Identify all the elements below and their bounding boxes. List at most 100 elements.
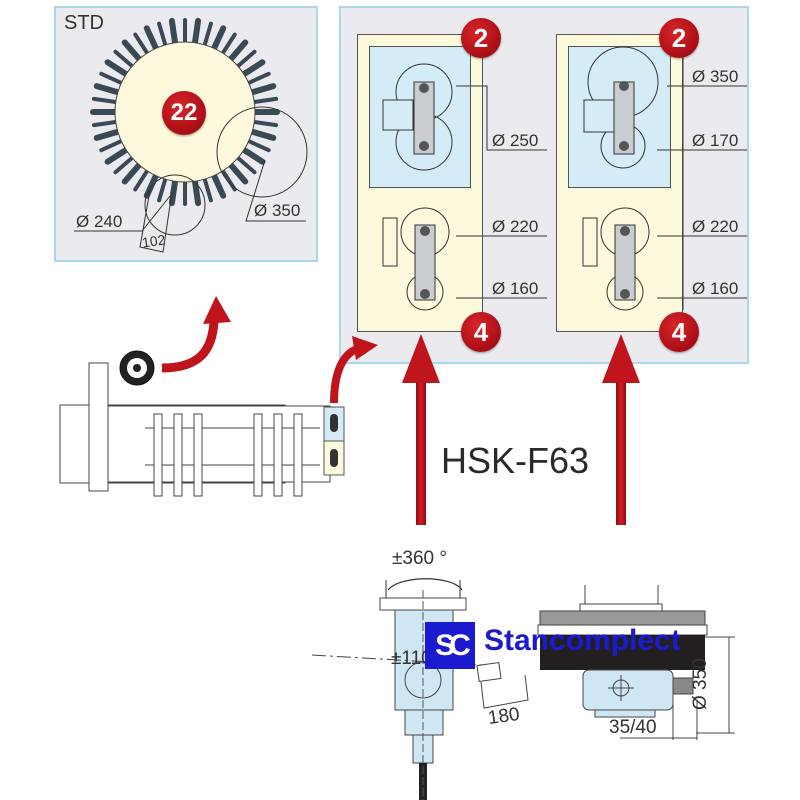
rh-motor-base <box>594 709 656 718</box>
tool-holder <box>240 146 266 165</box>
tool-holder <box>104 59 130 78</box>
tool-holder <box>143 25 159 52</box>
arrow-to-std <box>161 321 219 373</box>
left-head-pivot <box>404 661 442 699</box>
c2-lower-spindle-bot <box>620 289 630 299</box>
c2-lower-spindle <box>614 224 636 301</box>
tool-rod <box>293 413 303 497</box>
c1-bottom-badge: 4 <box>461 312 501 352</box>
tool-holder <box>235 49 257 69</box>
tool-holder <box>202 21 213 47</box>
dim-350: Ø 350 <box>254 201 301 220</box>
tool-holder <box>113 49 135 69</box>
watermark-logo: SC <box>425 622 475 669</box>
rotation-360-label: ±360 ° <box>392 548 448 569</box>
leader-240 <box>74 195 171 232</box>
tool-holder <box>91 119 118 128</box>
c1-upper-spindle-top <box>419 83 429 93</box>
c1-lower-spindle-bot <box>420 289 430 299</box>
tool-holder <box>252 96 279 105</box>
machine-rail <box>107 405 331 483</box>
tool-holder <box>211 172 227 199</box>
c2-upper-spindle-top <box>619 81 629 91</box>
tool-circle-350 <box>216 106 308 198</box>
tool-rod <box>253 413 263 497</box>
tool-rod <box>273 413 283 497</box>
c1-dim-250: Ø 250 <box>492 131 539 150</box>
head-module-slot-2 <box>330 449 338 467</box>
tool-holder <box>227 161 249 185</box>
tool-holder <box>249 128 277 141</box>
rh-disc-blade <box>540 635 705 670</box>
c1-leader-250 <box>456 85 547 151</box>
tool-holder <box>211 25 227 52</box>
c1-upper-spindle-bot <box>419 141 429 151</box>
tool-holder <box>191 17 202 46</box>
tool-rod <box>193 413 203 497</box>
c2-dim-220: Ø 220 <box>692 217 739 236</box>
tool-holder <box>157 21 168 47</box>
c2-lower-spindle-top <box>620 226 630 236</box>
tool-holder <box>252 119 279 128</box>
tool-holder <box>91 96 118 105</box>
c1-upper-motor <box>382 99 414 131</box>
rotation-arrow-icon <box>387 578 463 591</box>
diameter-350-label: Ø 350 <box>690 658 711 710</box>
tool-holder <box>220 32 237 56</box>
watermark-text: Stancomplect <box>484 624 681 657</box>
c1-top-badge: 2 <box>461 18 501 58</box>
tool-rod <box>153 413 163 497</box>
arrow-hsk-left-head <box>402 334 440 383</box>
c2-dim-350: Ø 350 <box>692 67 739 86</box>
watermark-logo-text: SC <box>435 628 471 662</box>
tool-holder <box>246 71 271 85</box>
tool-holder <box>99 139 124 153</box>
tool-holder <box>240 59 266 78</box>
tool-rod <box>173 413 183 497</box>
tool-holder <box>93 128 121 141</box>
offset-3540-label: 35/40 <box>609 717 657 738</box>
magazine-gear-hub <box>133 364 141 372</box>
tool-rods <box>153 413 303 497</box>
side-tool <box>476 661 502 683</box>
tool-holder <box>133 32 150 56</box>
rh-disc-top <box>539 610 706 626</box>
leader-350 <box>245 159 306 222</box>
tool-holder <box>235 155 257 175</box>
c2-upper-spindle-bot <box>619 141 629 151</box>
tool-holder <box>246 139 271 153</box>
tool-holder <box>202 177 213 203</box>
tool-holder <box>249 83 277 96</box>
c2-bottom-badge: 4 <box>659 312 699 352</box>
c1-dim-220: Ø 220 <box>492 217 539 236</box>
tool-holder <box>104 146 130 165</box>
arrow-hsk-right-shaft <box>616 380 626 525</box>
arrow-to-config-head <box>352 336 378 360</box>
tool-count-badge: 22 <box>162 91 206 135</box>
tool-holder <box>157 177 168 203</box>
rh-motor <box>582 669 674 711</box>
tool-holder <box>227 39 249 63</box>
tool-holder <box>121 39 143 63</box>
tool-holder <box>99 71 124 85</box>
rh-spindle <box>672 677 694 695</box>
c2-top-badge: 2 <box>659 18 699 58</box>
tool-holder <box>121 161 143 185</box>
pitch-dimension <box>139 189 173 253</box>
tool-holder <box>133 168 150 192</box>
tool-holder <box>143 172 159 199</box>
c1-dim-160: Ø 160 <box>492 279 539 298</box>
c1-lower-spindle-top <box>420 226 430 236</box>
c2-lower-motor <box>582 217 598 267</box>
c1-upper-spindle <box>413 81 435 155</box>
c1-lower-spindle <box>414 224 436 301</box>
tool-holder <box>168 17 179 46</box>
tool-holder <box>191 178 202 207</box>
c2-dim-170: Ø 170 <box>692 131 739 150</box>
tool-holder <box>113 155 135 175</box>
arrow-hsk-left-shaft <box>416 380 426 525</box>
